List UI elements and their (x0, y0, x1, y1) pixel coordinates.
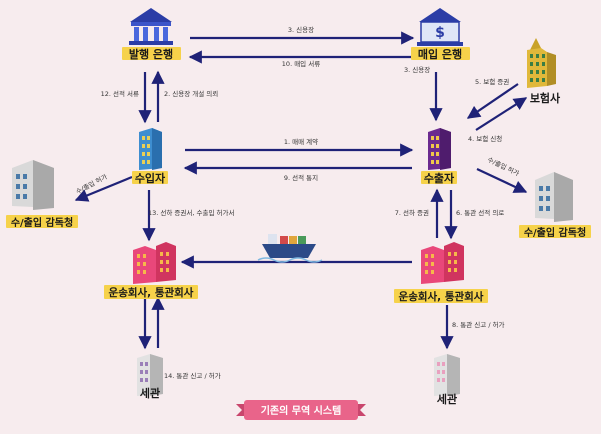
importer: 수입자 (132, 128, 168, 185)
node-label-customs-right: 세관 (437, 392, 457, 406)
customs-right: 세관 (434, 354, 460, 406)
bank-icon (129, 8, 173, 45)
exporter: 수출자 (421, 128, 457, 185)
cargo-ship-icon (258, 234, 322, 262)
label-arrow-4: 4. 보험 신청 (468, 134, 502, 143)
title-banner: 기존의 무역 시스템 (236, 400, 366, 420)
arrow-4 (476, 98, 526, 130)
customs-left: 세관 (137, 354, 163, 400)
node-label-importer: 수입자 (135, 171, 166, 185)
pink-buildings-icon (133, 242, 176, 284)
label-arrow-12: 12. 선적 서류 (101, 89, 139, 98)
node-label-insurer: 보험사 (530, 91, 561, 105)
label-arrow-14: 14. 통관 신고 / 허가 (164, 371, 221, 380)
pink-buildings-icon (421, 242, 464, 284)
label-arrow-1: 1. 매매 계약 (284, 137, 318, 146)
office-building-icon (139, 128, 162, 170)
label-arrow-7: 7. 선하 증권 (395, 208, 429, 217)
office-building-icon (428, 128, 451, 170)
node-label-forwarder-right: 운송회사, 통관회사 (399, 290, 484, 303)
node-label-issuing-bank: 발행 은행 (129, 47, 173, 61)
bank-dollar-icon: $ (417, 8, 463, 46)
banner-title: 기존의 무역 시스템 (261, 404, 342, 417)
label-arrow-6: 6. 통관 선적 의로 (456, 208, 504, 217)
node-label-customs-left: 세관 (140, 386, 160, 400)
label-arrow-3: 3. 신용장 (288, 25, 314, 34)
forwarder-left: 운송회사, 통관회사 (104, 242, 198, 299)
agency-left: 수/출입 감독청 (6, 160, 78, 229)
arrow-labels: 3. 신용장 10. 매입 서류 1. 매매 계약 9. 선적 통지 12. 선… (74, 25, 521, 380)
label-arrow-5: 5. 보험 증권 (475, 78, 509, 86)
issuing-bank: 발행 은행 (122, 8, 181, 61)
label-perm-left: 수/출입 허가 (74, 172, 108, 196)
insurer: 보험사 (527, 38, 561, 105)
node-label-exporter: 수출자 (424, 171, 455, 185)
label-arrow-8: 8. 통관 신고 / 허가 (452, 320, 505, 329)
label-arrow-13: 13. 선하 증권서, 수출입 허가서 (148, 208, 234, 217)
label-arrow-9: 9. 선적 통지 (284, 173, 318, 182)
label-perm-right: 수/출입 허가 (486, 155, 521, 178)
node-label-agency-left: 수/출입 감독청 (11, 216, 73, 229)
label-arrow-3b: 3. 신용장 (404, 65, 430, 74)
node-label-forwarder-left: 운송회사, 통관회사 (109, 286, 194, 299)
customs-building-icon (434, 354, 460, 396)
gray-building-icon (12, 160, 54, 210)
node-label-purchasing-bank: 매입 은행 (418, 47, 462, 61)
label-arrow-2: 2. 신용장 개설 의뢰 (164, 89, 218, 98)
agency-right: 수/출입 감독청 (519, 172, 591, 239)
tower-building-icon (527, 38, 556, 88)
label-arrow-10: 10. 매입 서류 (282, 59, 320, 68)
purchasing-bank: $ 매입 은행 (411, 8, 470, 61)
svg-text:$: $ (435, 25, 445, 41)
arrow-5 (468, 84, 518, 118)
forwarder-right: 운송회사, 통관회사 (394, 242, 488, 303)
gray-building-icon (535, 172, 573, 222)
node-label-agency-right: 수/출입 감독청 (524, 226, 586, 239)
